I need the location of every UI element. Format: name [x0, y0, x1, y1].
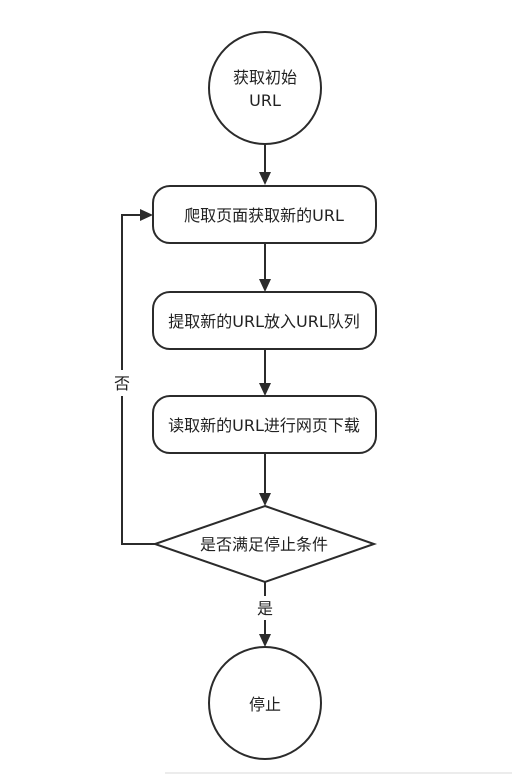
read-node-label: 读取新的URL进行网页下载	[168, 416, 360, 435]
crawl-node-label: 爬取页面获取新的URL	[184, 206, 344, 225]
edge-extract-to-read	[259, 349, 271, 396]
crawl-node: 爬取页面获取新的URL	[152, 185, 377, 244]
start-node: 获取初始 URL	[208, 31, 322, 145]
stop-node-label: 停止	[249, 695, 281, 714]
edge-decision-yes	[259, 582, 271, 647]
start-node-label-line1: 获取初始	[233, 68, 297, 87]
no-label: 否	[114, 374, 130, 393]
decision-node-label: 是否满足停止条件	[200, 535, 328, 554]
edge-crawl-to-extract	[259, 243, 271, 292]
yes-label: 是	[257, 599, 273, 618]
extract-node: 提取新的URL放入URL队列	[152, 291, 377, 350]
no-label-bg	[112, 370, 132, 396]
edge-start-to-crawl	[259, 144, 271, 185]
extract-node-label: 提取新的URL放入URL队列	[168, 312, 360, 331]
edge-read-to-decision	[259, 453, 271, 506]
read-node: 读取新的URL进行网页下载	[152, 395, 377, 454]
decision-node: 是否满足停止条件	[151, 504, 378, 584]
start-node-label-line2: URL	[249, 91, 281, 110]
stop-node: 停止	[208, 646, 322, 760]
